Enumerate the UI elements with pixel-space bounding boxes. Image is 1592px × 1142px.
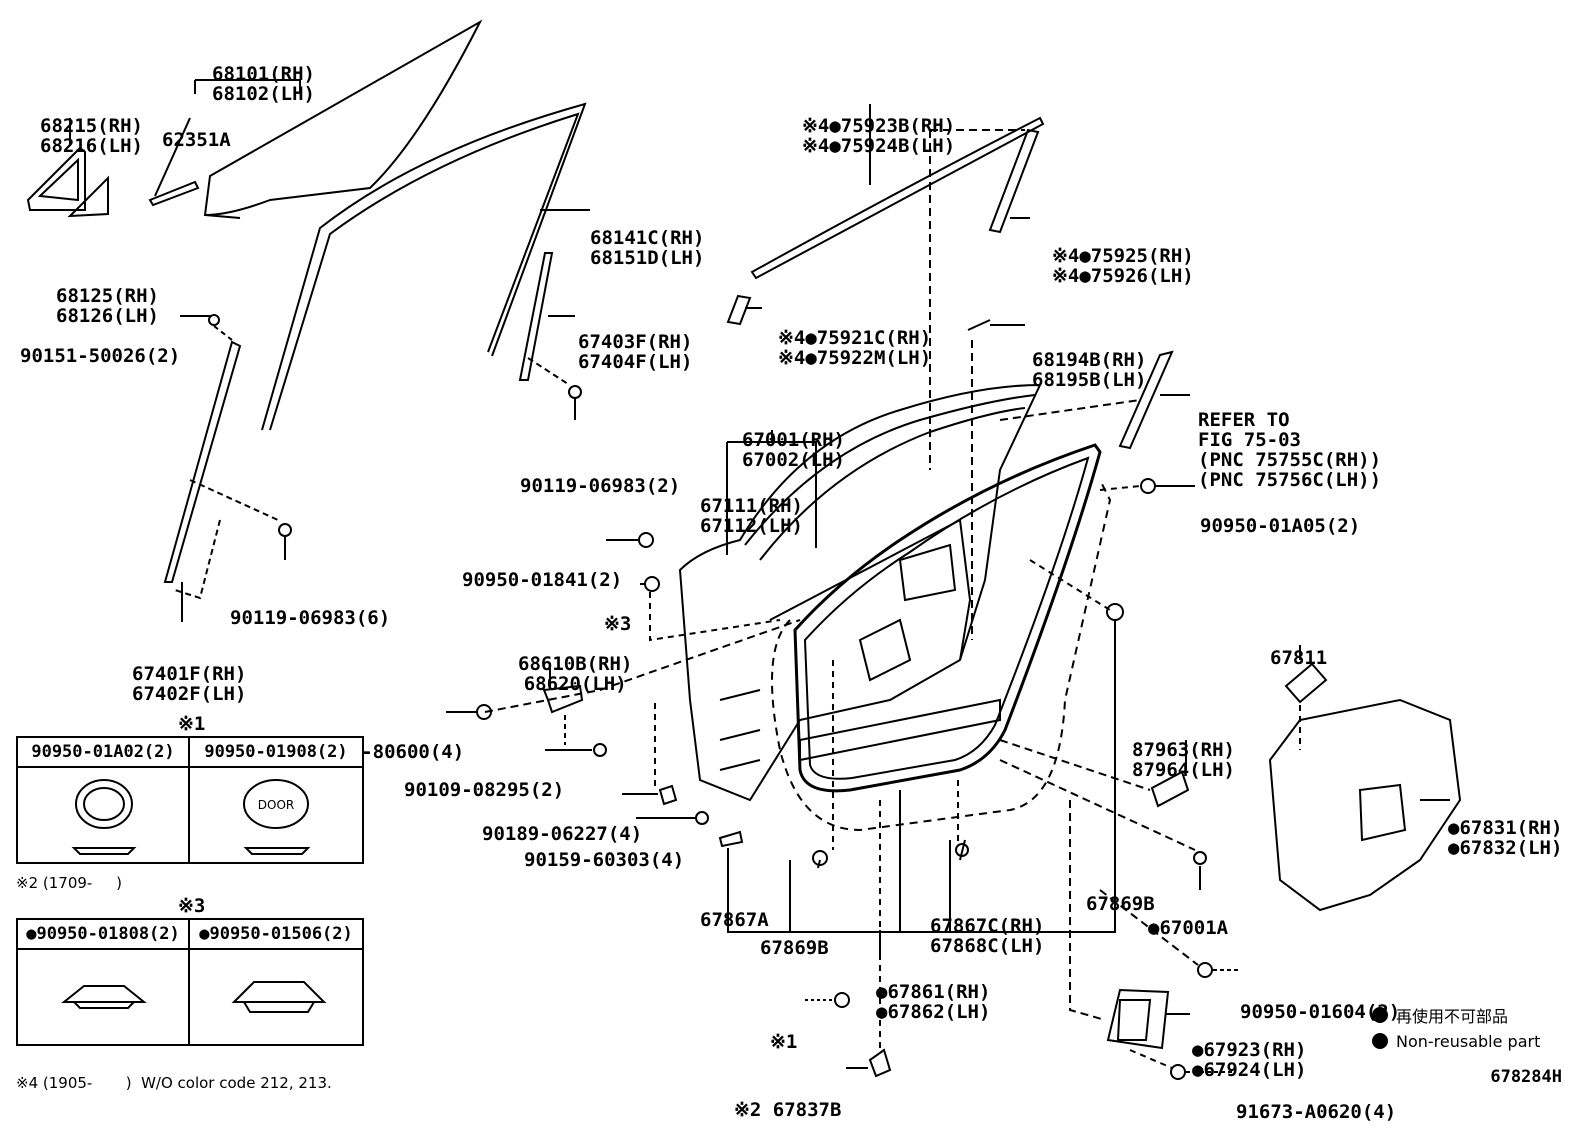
callout-90119-6: 90119-06983(6)	[230, 607, 391, 629]
table1-illustrations: DOOR	[71, 779, 311, 855]
callout-90189: 90189-06227(4)	[482, 823, 643, 845]
rear-pillar-garnish	[1118, 350, 1174, 450]
callout-inner-handle: 87963(RH)87964(LH)	[1132, 739, 1235, 781]
quarter-glass	[67, 175, 109, 218]
bullet-icon	[1372, 1033, 1388, 1049]
belt-moulding	[750, 116, 1045, 280]
door-hinge	[542, 684, 584, 714]
note-2: ※2 (1709- )	[16, 874, 123, 892]
callout-90950-01604: 90950-01604(2)	[1240, 1001, 1401, 1023]
callout-68194B: 68194B(RH)68195B(LH)	[1032, 349, 1147, 391]
callout-90159: 90159-60303(4)	[524, 849, 685, 871]
callout-glass-run: 68141C(RH)68151D(LH)	[590, 227, 705, 269]
callout-90151: 90151-50026(2)	[20, 345, 181, 367]
callout-trim-board: ●67831(RH)●67832(LH)	[1448, 817, 1563, 859]
table1-mark: ※1	[178, 713, 206, 735]
note-4: ※4 (1905- ) W/O color code 212, 213.	[16, 1074, 332, 1092]
callout-belt-moulding: ※4●75923B(RH)※4●75924B(LH)	[802, 115, 956, 157]
callout-67869B-right: 67869B	[1086, 893, 1155, 915]
callout-90119-2: 90119-06983(2)	[520, 475, 681, 497]
switch-base	[1106, 988, 1170, 1050]
callout-door-panel: 67001(RH)67002(LH)	[742, 429, 845, 471]
callout-mark-3: ※3	[604, 613, 632, 635]
callout-corner-piece: ※4●75921C(RH)※4●75922M(LH)	[778, 327, 932, 369]
callout-67867C: 67867C(RH)67868C(LH)	[930, 915, 1045, 957]
table3-illustrations	[61, 981, 327, 1013]
callout-90109: 90109-08295(2)	[404, 779, 565, 801]
quarter-window	[26, 146, 86, 211]
table-plugs-1: 90950-01A02(2) 90950-01908(2) DOOR	[16, 736, 364, 864]
callout-quarter-window: 68215(RH)68216(LH)	[40, 115, 143, 157]
callout-weatherstrip: ●67861(RH)●67862(LH)	[876, 981, 991, 1023]
parts-diagram	[26, 19, 1462, 1080]
callout-90950-01A05: 90950-01A05(2)	[1200, 515, 1361, 537]
glass-run	[261, 102, 587, 431]
callout-67837B: ※2 67837B	[734, 1099, 842, 1121]
corner-piece	[726, 294, 752, 326]
table3-mark: ※3	[178, 895, 206, 917]
callout-90950-01841: 90950-01841(2)	[462, 569, 623, 591]
door-weatherstrip	[793, 443, 1102, 793]
callout-67811: 67811	[1270, 647, 1328, 669]
bullet-icon	[1372, 1007, 1388, 1023]
callout-91673: 91673-A0620(4)	[1236, 1101, 1397, 1123]
callout-67001A: ●67001A	[1148, 917, 1229, 939]
figure-id: 678284H	[1490, 1067, 1562, 1087]
front-channel	[163, 340, 242, 583]
door-trim-panel	[1268, 698, 1462, 912]
callout-pillar-garnish: ※4●75925(RH)※4●75926(LH)	[1052, 245, 1194, 287]
callout-67867A: 67867A	[700, 909, 769, 931]
callout-quarter-glass: 68125(RH)68126(LH)	[56, 285, 159, 327]
pillar-garnish	[988, 128, 1040, 234]
inner-handle	[1150, 770, 1190, 808]
table1-col2: 90950-01908(2)	[190, 738, 362, 768]
table3-col2: ●90950-01506(2)	[190, 920, 362, 950]
callout-62351A: 62351A	[162, 129, 231, 151]
callout-switch-base: ●67923(RH)●67924(LH)	[1192, 1039, 1307, 1081]
table3-col1: ●90950-01808(2)	[18, 920, 188, 950]
glass-channel-62351A	[148, 180, 200, 207]
legend-ja: 再使用不可部品	[1396, 1007, 1509, 1026]
callout-hinge: 68610B(RH)68620(LH)	[518, 653, 633, 695]
door-glass	[203, 19, 483, 219]
table-plugs-3: ●90950-01808(2) ●90950-01506(2)	[16, 918, 364, 1046]
callout-front-channel: 67401F(RH)67402F(LH)	[132, 663, 247, 705]
callout-rear-channel: 67403F(RH)67404F(LH)	[578, 331, 693, 373]
callout-mark-1: ※1	[770, 1031, 798, 1053]
door-plug-text: DOOR	[258, 798, 294, 812]
rear-channel	[518, 252, 554, 381]
legend: 再使用不可部品 Non-reusable part	[1372, 1002, 1540, 1054]
callout-glass: 68101(RH)68102(LH)	[212, 63, 315, 105]
table1-col1: 90950-01A02(2)	[18, 738, 188, 768]
callout-67111: 67111(RH)67112(LH)	[700, 495, 803, 537]
legend-en: Non-reusable part	[1396, 1031, 1541, 1051]
bolt-90189	[658, 784, 678, 806]
leader-68101	[194, 79, 301, 94]
service-hole-cover	[1284, 662, 1328, 704]
callout-67869B-left: 67869B	[760, 937, 829, 959]
